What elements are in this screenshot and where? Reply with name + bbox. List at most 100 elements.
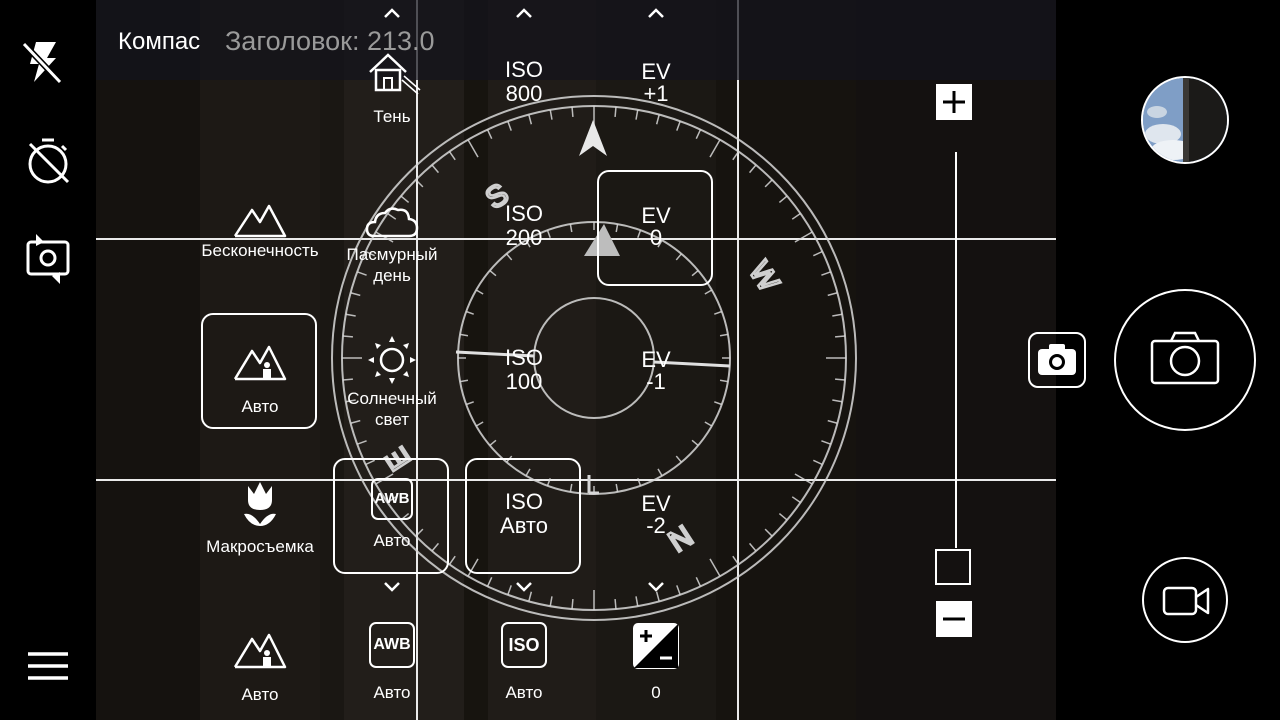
compass-tick — [719, 379, 729, 383]
compass-tick — [342, 335, 353, 338]
iso-option-auto[interactable]: ISO Авто — [464, 490, 584, 538]
ev-current[interactable]: 0 — [596, 622, 716, 703]
wb-option-sunny[interactable]: Солнечный свет — [332, 336, 452, 430]
flash-off-icon[interactable] — [20, 38, 64, 86]
compass-tick — [546, 229, 551, 238]
compass-tick — [675, 455, 682, 463]
compass-tick — [387, 212, 397, 220]
chevron-down-icon[interactable] — [514, 580, 534, 594]
iso-current[interactable]: ISO Авто — [464, 622, 584, 703]
compass-tick — [350, 292, 361, 297]
camera-icon — [1150, 331, 1220, 385]
compass-tick — [571, 599, 574, 610]
iso-option-value: 800 — [505, 81, 543, 106]
wb-option-label: Тень — [373, 107, 411, 126]
iso-option-100[interactable]: ISO 100 — [464, 346, 584, 394]
compass-tick — [732, 555, 740, 565]
compass-tick — [709, 139, 721, 158]
chevron-down-icon[interactable] — [382, 580, 402, 594]
compass-tick — [615, 223, 619, 233]
compass-tick — [714, 310, 723, 315]
zoom-thumb[interactable] — [935, 549, 971, 585]
compass-tick — [778, 195, 788, 204]
menu-icon[interactable] — [26, 650, 70, 682]
compass-tick — [691, 270, 699, 277]
compass-tick — [615, 483, 619, 493]
ev-option-plus1[interactable]: EV +1 — [596, 60, 716, 105]
ev-option-minus2[interactable]: EV -2 — [596, 491, 716, 537]
compass-tick — [569, 223, 573, 233]
plus-icon — [943, 91, 965, 113]
timer-off-icon[interactable] — [24, 136, 72, 186]
compass-tick — [732, 151, 740, 161]
mountains-icon — [233, 204, 287, 238]
sun-icon — [368, 336, 416, 384]
compass-tick — [549, 596, 553, 607]
chevron-down-icon[interactable] — [646, 580, 666, 594]
ev-option-0[interactable]: EV 0 — [596, 203, 716, 250]
photo-mode-button[interactable] — [1028, 332, 1086, 388]
zoom-track[interactable] — [955, 152, 957, 548]
iso-option-200[interactable]: ISO 200 — [464, 202, 584, 250]
scene-option-infinity[interactable]: Бесконечность — [200, 200, 320, 261]
compass-tick — [676, 120, 681, 131]
house-shade-icon — [369, 53, 421, 95]
compass-tick — [489, 270, 497, 277]
compass-tick — [709, 558, 721, 577]
compass-tick — [467, 139, 479, 158]
chevron-up-icon[interactable] — [646, 6, 666, 20]
compass-tick — [637, 478, 642, 487]
scene-current[interactable]: Авто — [200, 630, 320, 705]
shutter-button[interactable] — [1114, 289, 1256, 431]
video-mode-button[interactable] — [1142, 557, 1228, 643]
wb-option-shade[interactable]: Тень — [332, 50, 452, 127]
wb-option-cloudy[interactable]: Пасмурный день — [332, 204, 452, 286]
chevron-up-icon[interactable] — [382, 6, 402, 20]
gallery-thumbnail-image — [1143, 78, 1227, 162]
grid-line — [96, 479, 1056, 481]
ev-option-label: EV — [641, 491, 671, 516]
switch-camera-icon[interactable] — [24, 232, 74, 286]
compass-tick — [764, 528, 773, 537]
ev-option-value: -1 — [646, 369, 666, 394]
chevron-up-icon[interactable] — [514, 6, 534, 20]
cloud-icon — [365, 207, 419, 238]
compass-tick — [827, 292, 838, 297]
north-arrow-icon — [579, 120, 607, 156]
compass-tick — [691, 439, 699, 446]
ev-option-minus1[interactable]: EV -1 — [596, 348, 716, 394]
compass-tick — [657, 239, 663, 248]
compass-tick — [704, 289, 713, 295]
compass-tick — [489, 439, 497, 446]
compass-tick — [528, 114, 533, 125]
compass-tick — [655, 591, 660, 602]
compass-tick — [528, 591, 533, 602]
iso-icon: ISO — [501, 622, 547, 668]
zoom-out-button[interactable] — [936, 601, 972, 637]
ev-option-label: EV — [641, 203, 671, 228]
selected-wb-box — [333, 458, 449, 574]
ev-option-value: 0 — [649, 225, 663, 250]
compass-tick — [365, 459, 375, 466]
ev-current-label: 0 — [651, 683, 661, 702]
selected-iso-box — [465, 458, 581, 574]
minus-icon — [943, 617, 965, 621]
compass-tick — [635, 109, 639, 120]
gallery-thumbnail[interactable] — [1141, 76, 1229, 164]
zoom-in-button[interactable] — [936, 84, 972, 120]
compass-needle — [653, 360, 731, 368]
scene-option-auto[interactable]: Авто — [200, 342, 320, 417]
compass-tick — [345, 399, 356, 403]
scene-option-label: Бесконечность — [201, 241, 319, 260]
wb-current[interactable]: AWB Авто — [332, 622, 452, 703]
compass-tick — [695, 577, 702, 587]
iso-option-value: Авто — [500, 513, 548, 538]
compass-tick — [791, 496, 801, 504]
compass-tick — [365, 250, 375, 257]
iso-option-800[interactable]: ISO 800 — [464, 58, 584, 106]
scene-option-macro[interactable]: Макросъемка — [200, 478, 320, 557]
compass-tick — [465, 401, 474, 406]
wb-option-label: Авто — [373, 531, 411, 550]
wb-option-auto[interactable]: AWB Авто — [332, 478, 452, 551]
grid-line — [96, 238, 1056, 240]
